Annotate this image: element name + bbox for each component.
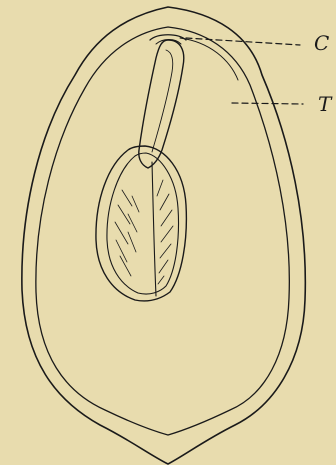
cotyledon-inner-outline [107, 153, 179, 294]
radicle-inner-line [152, 50, 173, 152]
cotyledon-midrib [152, 162, 156, 296]
cotyledon-outline [96, 146, 186, 301]
inner-membrane-line [180, 38, 238, 80]
label-t: T [318, 94, 331, 114]
radicle [139, 40, 184, 168]
outer-seed-coat [22, 7, 305, 464]
inner-seed-coat [36, 27, 289, 435]
label-c: C [314, 33, 329, 53]
cotyledon-hatching [115, 180, 173, 284]
leader-line-t [232, 103, 303, 104]
